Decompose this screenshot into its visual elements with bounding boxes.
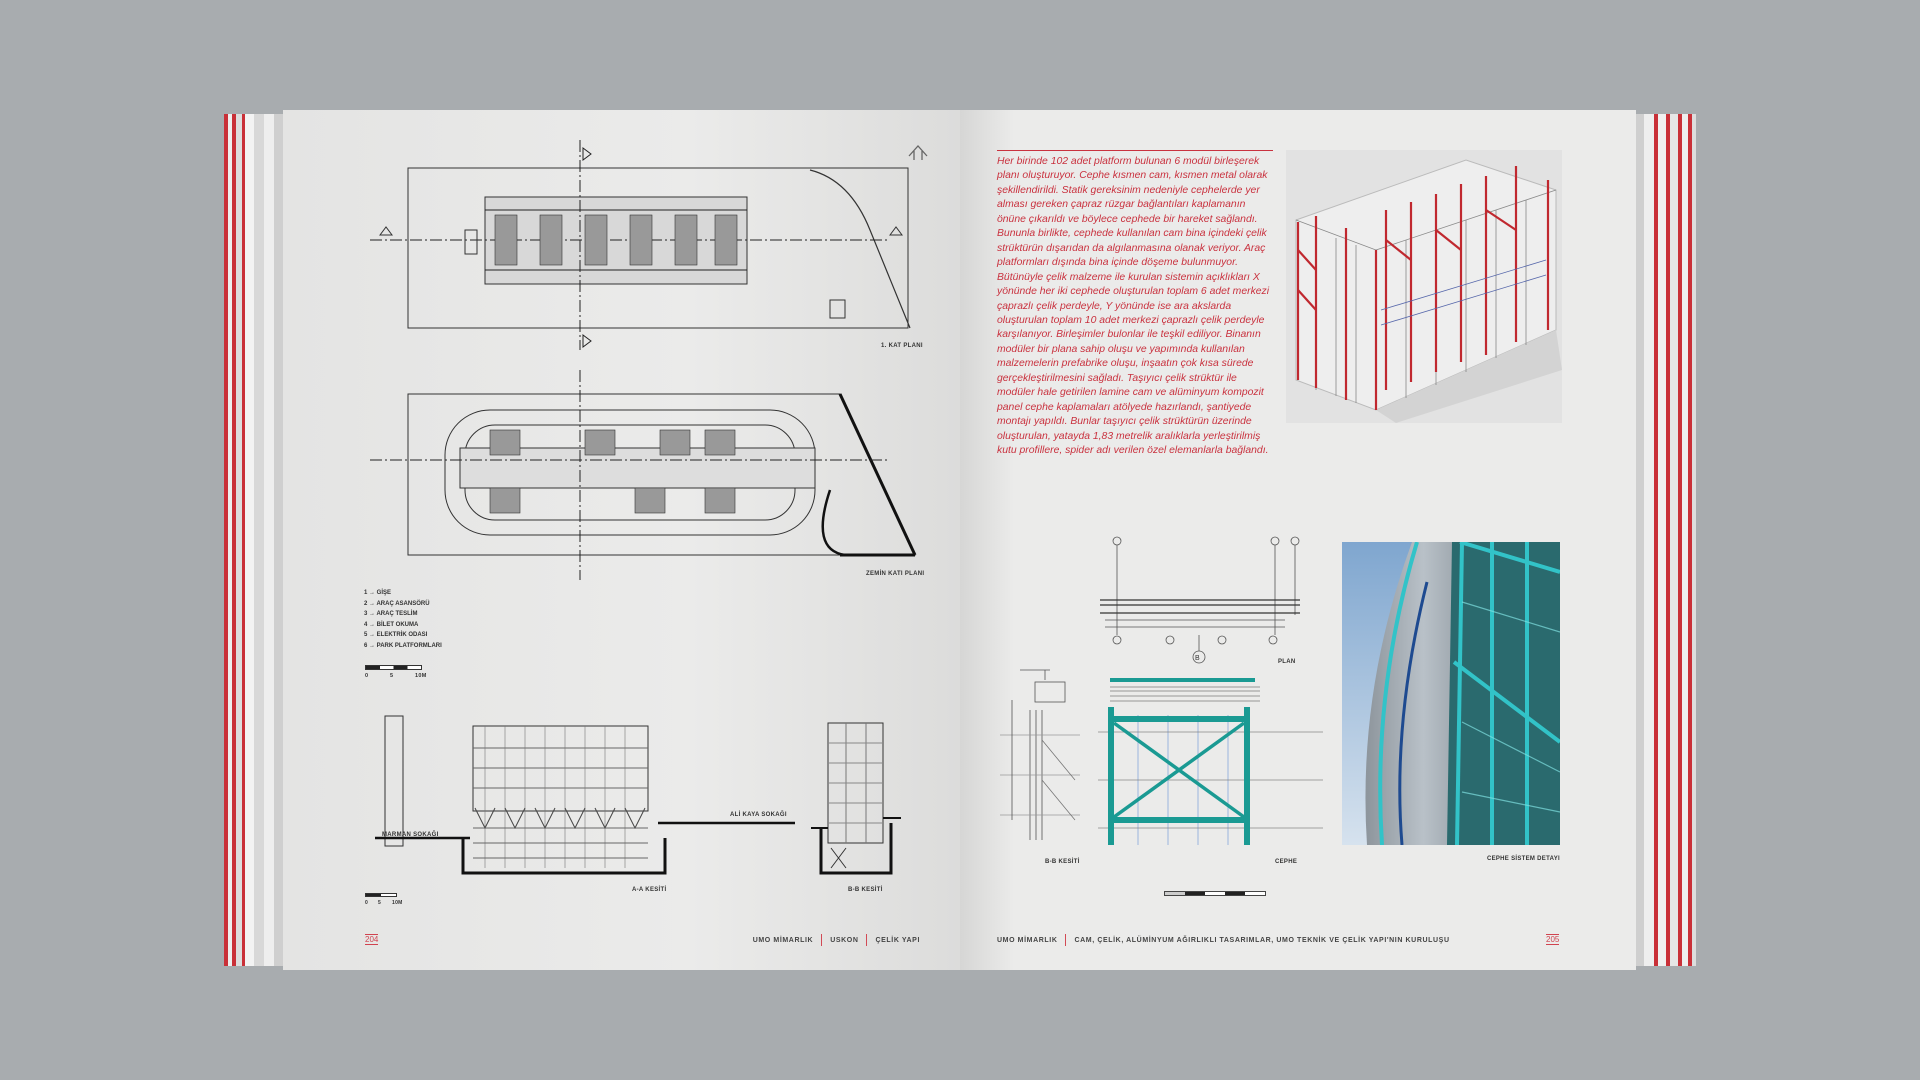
right-page-edges — [1636, 114, 1696, 966]
left-footer: UMO MİMARLIK USKON ÇELİK YAPI — [753, 934, 920, 946]
page-number-right: 205 — [1546, 934, 1560, 945]
first-floor-plan-label: 1. KAT PLANI — [881, 343, 923, 349]
red-rule — [997, 150, 1273, 151]
footer-divider — [1065, 934, 1067, 946]
footer-item: UMO MİMARLIK — [752, 936, 814, 944]
facade-elevation-drawing — [1098, 678, 1323, 845]
legend-item: 1 → GİŞE — [364, 590, 392, 596]
section-bb-detail-caption: B-B KESİTİ — [1045, 859, 1080, 865]
footer-item: USKON — [830, 936, 859, 944]
first-floor-plan-drawing — [370, 140, 911, 350]
scale-tick: 0 — [365, 900, 369, 906]
north-arrow-icon — [908, 145, 928, 160]
facade-system-photo — [1342, 542, 1560, 845]
street-label-right: ALİ KAYA SOKAĞI — [730, 812, 787, 818]
legend-item: 3 → ARAÇ TESLİM — [364, 611, 418, 617]
street-label-left: MARMAN SOKAĞI — [382, 832, 439, 838]
scale-tick: 5 — [390, 673, 394, 679]
section-bb-detail-drawing — [1000, 669, 1080, 840]
left-page-edges — [224, 114, 284, 966]
axis-marker: B — [1195, 655, 1200, 662]
facade-caption: CEPHE — [1275, 859, 1298, 865]
ground-floor-plan-drawing — [370, 370, 917, 580]
legend-item: 5 → ELEKTRİK ODASI — [364, 632, 428, 638]
page-number-left: 204 — [365, 934, 379, 945]
scale-bar — [365, 893, 397, 897]
scale-tick: 5 — [378, 900, 382, 906]
legend-item: 6 → PARK PLATFORMLARI — [364, 642, 442, 649]
footer-divider — [866, 934, 868, 946]
legend-item: 4 → BİLET OKUMA — [364, 621, 419, 628]
scale-tick: 10M — [415, 673, 427, 679]
section-bb-drawing — [811, 722, 901, 875]
right-footer: UMO MİMARLIK CAM, ÇELİK, ALÜMİNYUM AĞIRLI… — [997, 934, 1450, 946]
section-aa-label: A-A KESİTİ — [632, 887, 667, 893]
footer-item: ÇELİK YAPI — [875, 936, 920, 944]
footer-item: UMO MİMARLIK — [997, 936, 1058, 944]
legend-item: 2 → ARAÇ ASANSÖRÜ — [364, 600, 430, 607]
facade-plan-drawing: B — [1100, 536, 1300, 664]
scale-bar — [365, 665, 422, 670]
section-aa-drawing — [375, 715, 795, 875]
scale-tick: 10M — [392, 900, 403, 906]
scale-tick: 0 — [365, 673, 369, 679]
legend: 1 → GİŞE 2 → ARAÇ ASANSÖRÜ 3 → ARAÇ TESL… — [364, 588, 442, 651]
footer-divider — [821, 934, 823, 946]
facade-detail-caption: CEPHE SİSTEM DETAYI — [1486, 856, 1560, 862]
section-bb-label: B-B KESİTİ — [848, 887, 883, 893]
body-paragraph: Her birinde 102 adet platform bulunan 6 … — [997, 156, 1270, 457]
ground-floor-plan-label: ZEMİN KATI PLANI — [866, 571, 925, 577]
scale-bar — [1164, 891, 1266, 896]
axonometric-structure-image — [1286, 150, 1562, 423]
plan-caption: PLAN — [1278, 659, 1296, 665]
footer-item: CAM, ÇELİK, ALÜMİNYUM AĞIRLIKLI TASARIML… — [1074, 936, 1450, 944]
